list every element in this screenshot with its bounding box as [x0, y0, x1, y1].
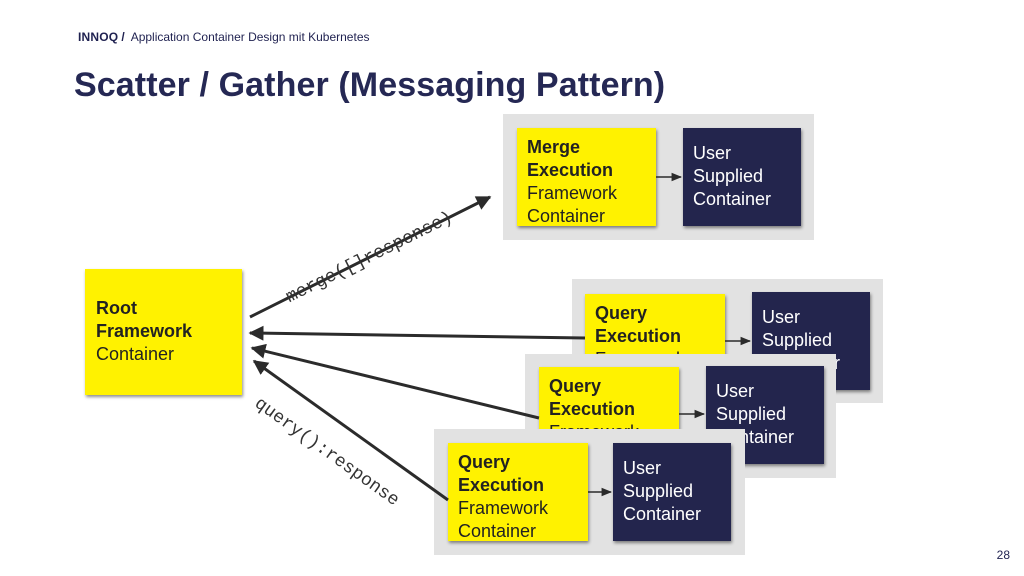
merge-user-container: User Supplied Container: [683, 128, 801, 226]
root-line-2: Framework: [96, 321, 193, 341]
slide-header: INNOQ/ Application Container Design mit K…: [78, 30, 370, 44]
merge-arrow: [249, 195, 492, 319]
merge-line-3: Framework: [527, 183, 618, 203]
merge-line-2: Execution: [527, 160, 614, 180]
query-arrow-middle: [250, 343, 540, 420]
query-middle-line-2: Execution: [549, 399, 636, 419]
query-back-line-1: Query: [595, 303, 648, 323]
query-front-line-1: Query: [458, 452, 511, 472]
query-front-user-line-3: Container: [623, 504, 702, 524]
presentation-subtitle: Application Container Design mit Kuberne…: [130, 30, 370, 44]
query-front-user-line-2: Supplied: [623, 481, 694, 501]
query-middle-line-1: Query: [549, 376, 602, 396]
query-middle-user-line-1: User: [716, 381, 755, 401]
query-middle-user-line-2: Supplied: [716, 404, 787, 424]
query-back-user-line-2: Supplied: [762, 330, 833, 350]
query-front-line-3: Framework: [458, 498, 549, 518]
query-execution-container-front: Query Execution Framework Container: [448, 443, 588, 541]
page-number: 28: [996, 548, 1010, 562]
query-user-container-front: User Supplied Container: [613, 443, 731, 541]
query-front-line-4: Container: [458, 521, 537, 541]
merge-line-4: Container: [527, 206, 606, 226]
merge-user-line-1: User: [693, 143, 732, 163]
root-line-1: Root: [96, 298, 137, 318]
merge-line-1: Merge: [527, 137, 581, 157]
query-back-user-line-1: User: [762, 307, 801, 327]
merge-user-line-2: Supplied: [693, 166, 764, 186]
header-separator: /: [121, 30, 125, 44]
slide-title: Scatter / Gather (Messaging Pattern): [74, 66, 666, 104]
query-arrow-back: [248, 325, 586, 341]
root-framework-container: Root Framework Container: [85, 269, 242, 395]
query-back-line-2: Execution: [595, 326, 682, 346]
query-front-line-2: Execution: [458, 475, 545, 495]
merge-execution-container: Merge Execution Framework Container: [517, 128, 656, 226]
query-front-user-line-1: User: [623, 458, 662, 478]
merge-user-line-3: Container: [693, 189, 772, 209]
root-line-3: Container: [96, 344, 175, 364]
query-arrow-front: [252, 359, 449, 502]
brand-logo: INNOQ: [78, 30, 119, 44]
